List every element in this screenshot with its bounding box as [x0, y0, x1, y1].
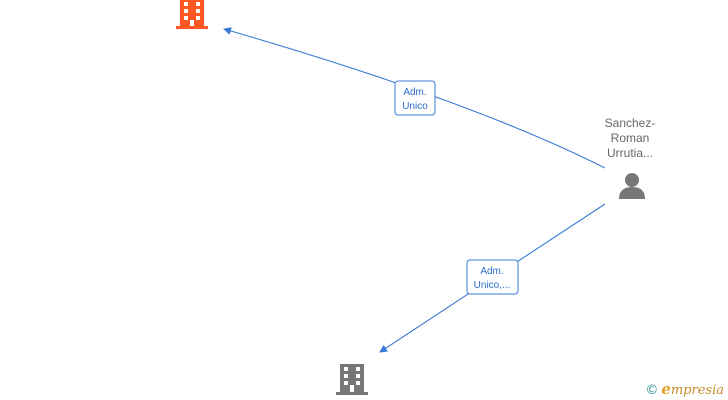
person-name-line1: Sanchez- — [605, 116, 656, 130]
edge-label-top-line1: Adm. — [403, 87, 426, 98]
brand-initial: e — [661, 380, 671, 398]
person-icon — [619, 173, 645, 199]
company-node-bottom[interactable] — [336, 364, 368, 395]
empresia-watermark: ©empresia — [645, 380, 724, 398]
edge-label-top[interactable]: Adm. Unico — [394, 80, 436, 116]
edge-label-bottom-line2: Unico,... — [474, 280, 511, 291]
person-node[interactable]: Sanchez- Roman Urrutia... — [605, 116, 656, 199]
copyright-symbol: © — [645, 383, 659, 398]
edge-label-bottom-line1: Adm. — [480, 266, 503, 277]
edge-person-to-top-company — [223, 27, 606, 169]
person-name-line2: Roman — [611, 131, 650, 145]
edge-label-bottom[interactable]: Adm. Unico,... — [466, 259, 519, 295]
building-icon — [336, 364, 368, 395]
company-node-top[interactable] — [176, 0, 208, 29]
person-name-line3: Urrutia... — [607, 146, 653, 160]
building-icon — [176, 0, 208, 29]
edge-label-top-line2: Unico — [402, 101, 428, 112]
brand-name: mpresia — [670, 383, 724, 398]
